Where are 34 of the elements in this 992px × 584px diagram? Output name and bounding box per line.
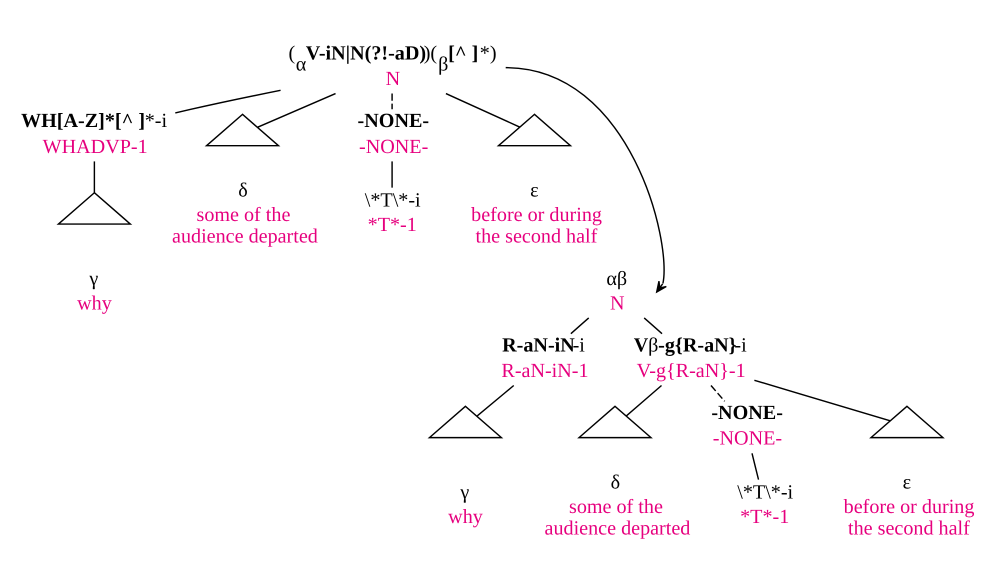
node-text: -NONE- -NONE-	[711, 402, 783, 450]
node-text: \*T\*-i *T*-1	[737, 482, 794, 528]
connector	[644, 317, 662, 334]
node-text: γ why	[448, 482, 483, 528]
node-text: R-aN-iN-i R-aN-iN-1	[501, 334, 589, 382]
connector	[391, 94, 393, 110]
connector	[94, 161, 96, 193]
connector	[257, 92, 336, 128]
node-text: γ why	[77, 268, 112, 315]
node-text: αβ N	[606, 268, 628, 315]
connector	[446, 92, 520, 128]
node-text: Vβ-g{R-aN}-i V-g{R-aN}-1	[634, 334, 747, 382]
connector	[754, 380, 891, 422]
connector	[570, 317, 590, 334]
node-triangle	[204, 113, 280, 146]
node-text: δ some of the audience departed	[172, 180, 318, 248]
arrow	[506, 66, 668, 293]
connector	[751, 453, 760, 480]
node-text: ε before or during the second half	[844, 472, 974, 540]
node-triangle	[428, 405, 504, 438]
connector	[710, 385, 726, 402]
node-triangle	[496, 113, 572, 146]
node-text: \*T\*-i *T*-1	[364, 190, 421, 236]
node-text: ε before or during the second half	[471, 180, 602, 248]
connector	[391, 161, 393, 188]
connector	[175, 90, 281, 114]
node-text: -NONE- -NONE-	[358, 110, 430, 158]
node-text: δ some of the audience departed	[544, 472, 690, 540]
node-triangle	[577, 405, 653, 438]
connector	[476, 384, 514, 417]
connector	[626, 384, 662, 416]
node-triangle	[869, 405, 945, 438]
node-text: WH[A-Z]*[^ ]*-i WHADVP-1	[21, 110, 168, 158]
node-triangle	[56, 192, 132, 225]
